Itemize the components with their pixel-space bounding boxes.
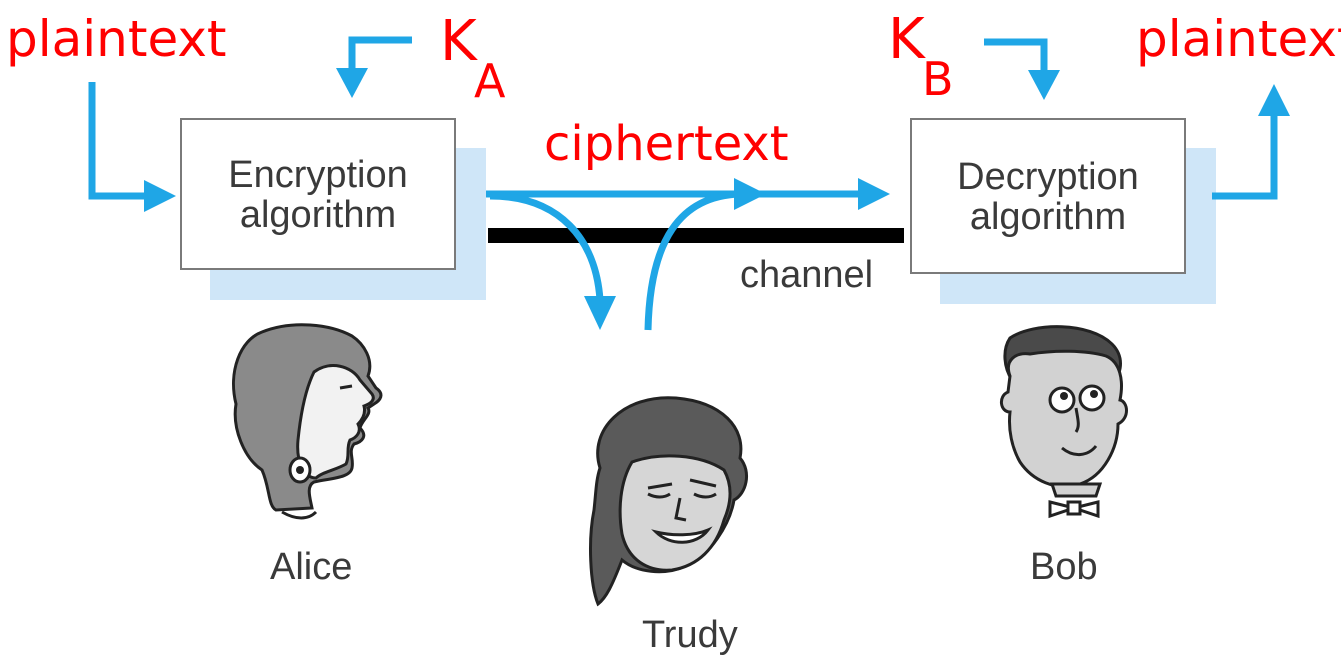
decryption-box: Decryption algorithm: [910, 118, 1186, 274]
plaintext-input-arrow: [88, 82, 176, 212]
trudy-intercept-arrow: [489, 192, 616, 330]
decryption-label-line2: algorithm: [969, 196, 1127, 238]
alice-illustration: [232, 323, 383, 520]
ciphertext-arrow: [486, 178, 890, 210]
encryption-label-line2: algorithm: [239, 194, 397, 236]
alice-name: Alice: [270, 546, 353, 588]
key-b-subscript: B: [922, 52, 954, 106]
key-b-label: K: [888, 7, 925, 72]
plaintext-output-arrow: [1212, 84, 1290, 200]
trudy-injection-arrow: [644, 178, 766, 331]
key-a-arrow: [336, 36, 412, 98]
encryption-label-line1: Encryption: [228, 154, 408, 196]
decryption-label-line1: Decryption: [957, 156, 1139, 198]
key-a-subscript: A: [474, 54, 506, 108]
bob-name: Bob: [1030, 546, 1098, 588]
key-a-label: K: [440, 9, 477, 74]
bob-illustration: [1000, 325, 1128, 519]
encryption-box: Encryption algorithm: [180, 118, 456, 270]
plaintext-output-label: plaintext: [1136, 10, 1341, 68]
ciphertext-label: ciphertext: [544, 116, 789, 172]
key-b-arrow: [984, 38, 1060, 100]
trudy-illustration: [589, 396, 749, 607]
trudy-name: Trudy: [642, 614, 738, 656]
channel-line: [488, 228, 904, 243]
channel-label: channel: [740, 254, 874, 296]
plaintext-input-label: plaintext: [6, 10, 227, 68]
